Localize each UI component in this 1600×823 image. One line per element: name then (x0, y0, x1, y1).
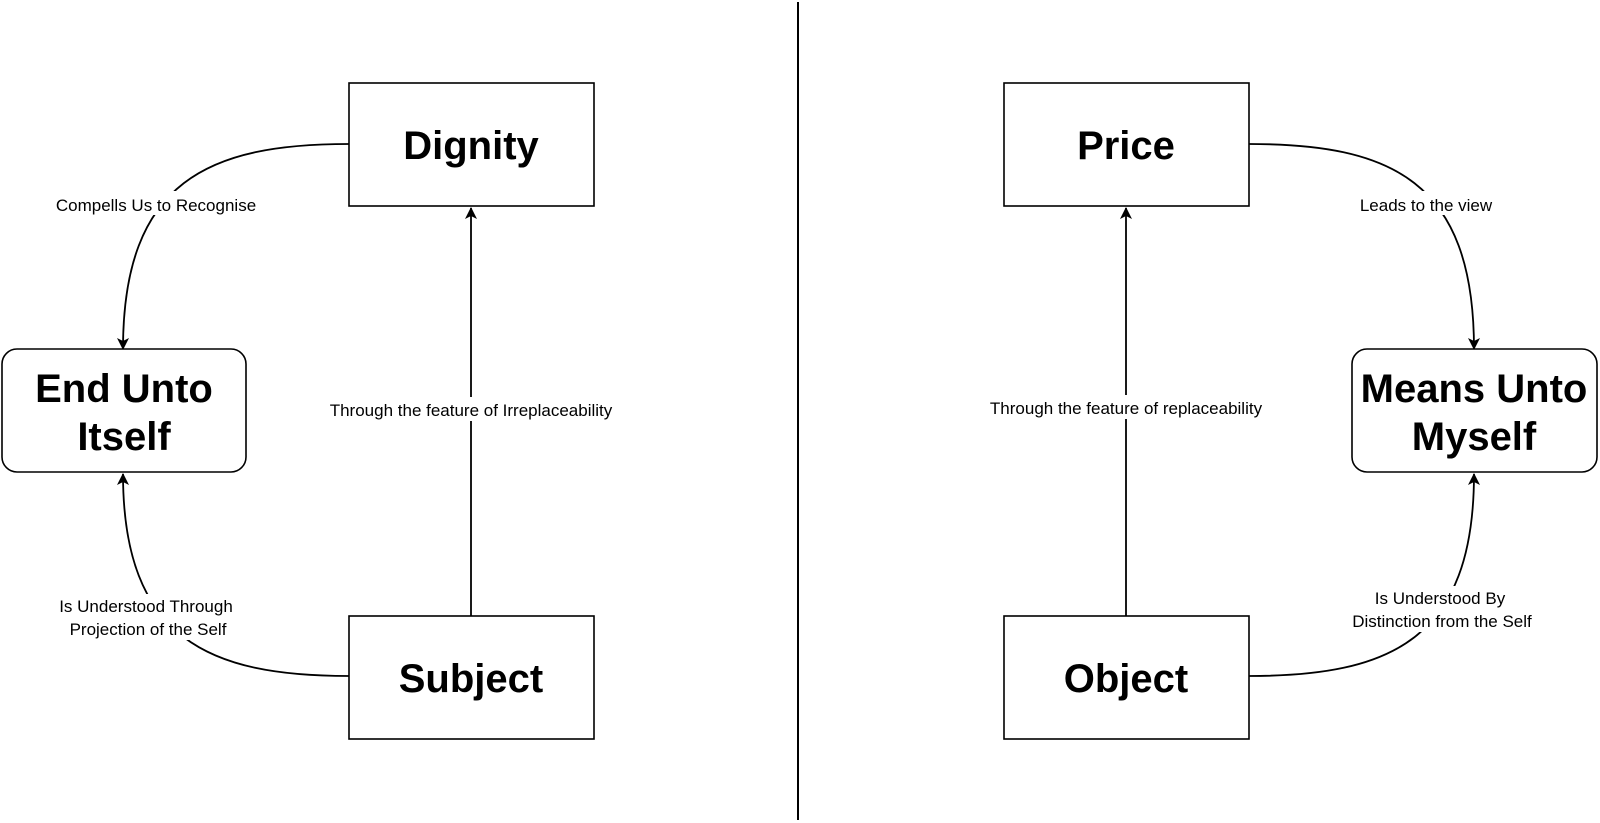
svg-text:Through the feature of Irrepla: Through the feature of Irreplaceability (330, 401, 613, 420)
edge-label-compells: Compells Us to Recognise (45, 191, 267, 215)
edge-label-projection: Is Understood Through Projection of the … (48, 594, 246, 640)
svg-text:Compells Us to Recognise: Compells Us to Recognise (56, 196, 256, 215)
edge-label-replaceability: Through the feature of replaceability (977, 395, 1275, 419)
svg-text:Leads to the view: Leads to the view (1360, 196, 1493, 215)
node-dignity: Dignity (348, 82, 595, 207)
edge-dignity-to-end (117, 143, 350, 350)
edge-label-leads: Leads to the view (1350, 191, 1500, 215)
svg-text:Subject: Subject (399, 657, 543, 701)
svg-text:Object: Object (1064, 657, 1188, 701)
edge-price-to-means (1248, 143, 1480, 350)
svg-text:Projection of the Self: Projection of the Self (70, 620, 227, 639)
svg-text:Myself: Myself (1412, 415, 1537, 459)
edge-label-distinction: Is Understood By Distinction from the Se… (1340, 586, 1544, 632)
svg-text:Price: Price (1077, 124, 1175, 168)
edge-label-irreplaceability: Through the feature of Irreplaceability (316, 397, 626, 421)
svg-text:End Unto: End Unto (35, 367, 213, 411)
node-subject: Subject (348, 615, 595, 740)
node-object: Object (1003, 615, 1250, 740)
svg-text:Through the feature of replace: Through the feature of replaceability (990, 399, 1263, 418)
edge-object-to-means (1248, 473, 1480, 677)
svg-text:Dignity: Dignity (403, 124, 539, 168)
svg-text:Itself: Itself (77, 415, 171, 459)
svg-text:Is Understood By: Is Understood By (1375, 589, 1506, 608)
edge-subject-to-end (117, 473, 350, 677)
node-means-unto-myself: Means Unto Myself (1351, 348, 1598, 473)
svg-text:Means Unto: Means Unto (1361, 367, 1588, 411)
node-price: Price (1003, 82, 1250, 207)
svg-text:Is Understood Through: Is Understood Through (59, 597, 233, 616)
svg-text:Distinction from the Self: Distinction from the Self (1352, 612, 1532, 631)
node-end-unto-itself: End Unto Itself (1, 348, 247, 473)
